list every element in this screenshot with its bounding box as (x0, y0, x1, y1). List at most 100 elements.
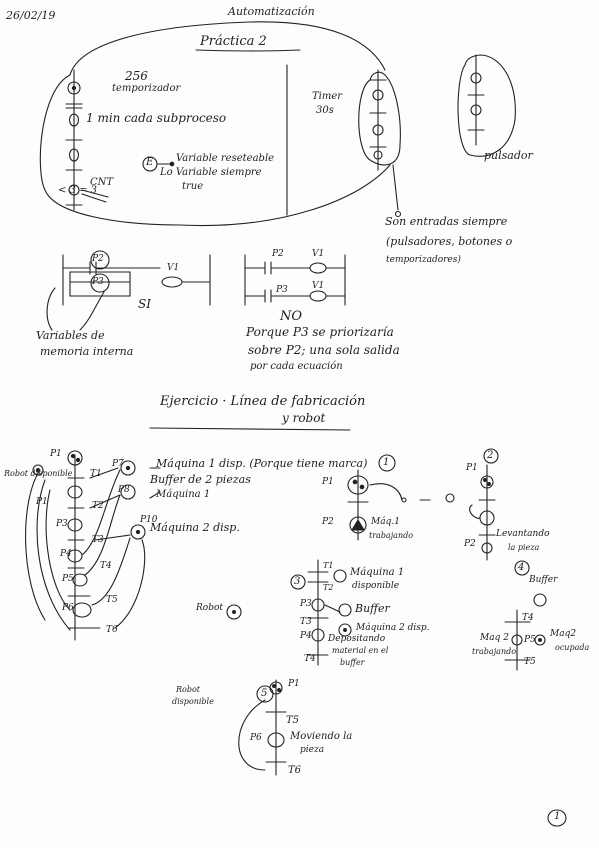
subnet-3-p3: P3 (300, 599, 312, 609)
ladder-no: NO (280, 309, 303, 324)
enable-line-2: Lo Variable siempre (160, 167, 262, 178)
subnet-4-m2-work-2: trabajando (472, 647, 517, 656)
subnet-3-deposit-1: Depositando (328, 634, 386, 644)
subnet-3-machine-1-line-2: disponible (352, 581, 400, 591)
subnet-4-m2-work-1: Maq 2 (480, 633, 509, 643)
reason-line-2: sobre P2; una sola salida (248, 343, 400, 357)
memory-vars-line-1: Variables de (36, 329, 105, 342)
ladder-no-v1-b: V1 (312, 281, 325, 291)
subnet-5-robot-2: disponible (172, 697, 214, 706)
counter-value: 256 (125, 69, 148, 83)
robot-available-label: Robot disponible (4, 469, 73, 478)
enable-line-1: Variable reseteable (176, 153, 275, 164)
subnet-5-p6: P6 (250, 733, 262, 743)
subnet-2-text-1: Levantando (496, 529, 550, 539)
exercise-underline (149, 427, 351, 431)
place-p10: P10 (140, 515, 158, 525)
reason-line-1: Porque P3 se priorizaría (246, 325, 394, 339)
subnet-2-p2: P2 (464, 539, 476, 549)
subnet-3-buffer: Buffer (355, 602, 390, 615)
always-inputs-line-2: (pulsadores, botones o (386, 235, 513, 248)
memory-vars-line-2: memoria interna (40, 345, 134, 358)
subnet-4-t4: T4 (522, 613, 534, 623)
exercise-title-line-1: Ejercicio · Línea de fabricación (160, 394, 366, 409)
subnet-3-t4: T4 (304, 654, 316, 664)
subnet-3-deposit-3: buffer (340, 658, 365, 667)
place-p1-left: P1 (36, 497, 48, 507)
ladder-p3: P3 (92, 277, 104, 287)
subnet-3-t2: T2 (323, 583, 334, 592)
transition-t6: T6 (106, 625, 118, 635)
exercise-title-line-2: y robot (282, 411, 326, 425)
timer-label: Timer (312, 91, 343, 102)
place-p1: P1 (50, 449, 62, 459)
subnet-3-machine-2: Máquina 2 disp. (356, 623, 430, 633)
subnet-5-p1: P1 (288, 679, 300, 689)
cnt-compare: < 3 = 3 (58, 185, 98, 196)
subnet-3-number: 3 (294, 576, 301, 587)
subnet-4-p5: P5 (524, 635, 536, 645)
subnet-2-text-2: la pieza (508, 543, 540, 552)
subnet-1 (347, 454, 455, 541)
timer-duration: 30s (316, 105, 334, 116)
place-p3: P3 (56, 519, 68, 529)
page-number-circle (547, 809, 567, 827)
place-p5: P5 (62, 574, 74, 584)
place-p6: P6 (62, 603, 74, 613)
enable-symbol: E (146, 157, 154, 168)
subnet-4-t5: T5 (524, 657, 536, 667)
subnet-3-machine-1-line-1: Máquina 1 (350, 567, 405, 578)
transition-t2: T2 (92, 501, 104, 511)
subnet-5-number: 5 (261, 688, 268, 699)
page-number: 1 (554, 811, 561, 822)
subnet-4-buffer: Buffer (529, 575, 558, 585)
transition-t3: T3 (92, 535, 104, 545)
subnet-5-moving-1: Moviendo la (290, 731, 353, 742)
subnet-5-robot-1: Robot (176, 685, 200, 694)
ladder-no-p3: P3 (276, 285, 288, 295)
machine-2-label: Máquina 2 disp. (150, 521, 240, 534)
subnet-4 (504, 560, 547, 671)
button-label: pulsador (484, 149, 533, 162)
step-text: 1 min cada subproceso (86, 111, 227, 125)
reason-line-3: por cada ecuación (250, 361, 343, 372)
subnet-3-robot: Robot (196, 603, 223, 613)
subnet-5-t5: T5 (286, 715, 300, 726)
counter-label: temporizador (112, 83, 181, 94)
subnet-4-m2-busy-1: Maq2 (550, 629, 577, 639)
subnet-3 (226, 559, 352, 666)
subnet-3-p4: P4 (300, 631, 312, 641)
ladder-diagrams (46, 250, 346, 331)
always-inputs-line-3: temporizadores) (386, 255, 461, 265)
subnet-1-p2: P2 (322, 517, 334, 527)
transition-t5: T5 (106, 595, 118, 605)
subnet-5-moving-2: pieza (300, 745, 325, 755)
buffer-label: Buffer de 2 piezas (150, 473, 251, 486)
date: 26/02/19 (6, 9, 56, 22)
subnet-4-m2-busy-2: ocupada (555, 643, 590, 652)
subnet-1-text-1: Máq.1 (371, 517, 400, 527)
main-petri-net (25, 450, 161, 641)
ladder-p2: P2 (92, 254, 104, 264)
ladder-no-p2: P2 (272, 249, 284, 259)
subject-title: Automatización (228, 5, 315, 18)
place-p7: P7 (112, 459, 124, 469)
subnet-1-p1: P1 (322, 477, 334, 487)
subnet-2-number: 2 (487, 450, 494, 461)
practice-title: Práctica 2 (200, 34, 267, 49)
machine-1-short-label: Máquina 1 (156, 489, 211, 500)
transition-t4: T4 (100, 561, 112, 571)
enable-line-3: true (182, 181, 204, 192)
subnet-4-number: 4 (518, 562, 525, 573)
subnet-3-t1: T1 (323, 561, 334, 570)
machine-1-label: Máquina 1 disp. (Porque tiene marca) (156, 457, 368, 470)
top-petri-diagram (39, 21, 516, 227)
place-p4: P4 (60, 549, 72, 559)
subnet-2-p1: P1 (466, 463, 478, 473)
ladder-no-v1-a: V1 (312, 249, 325, 259)
transition-t1: T1 (90, 469, 102, 479)
place-p8: P8 (118, 485, 130, 495)
always-inputs-line-1: Son entradas siempre (385, 215, 508, 228)
